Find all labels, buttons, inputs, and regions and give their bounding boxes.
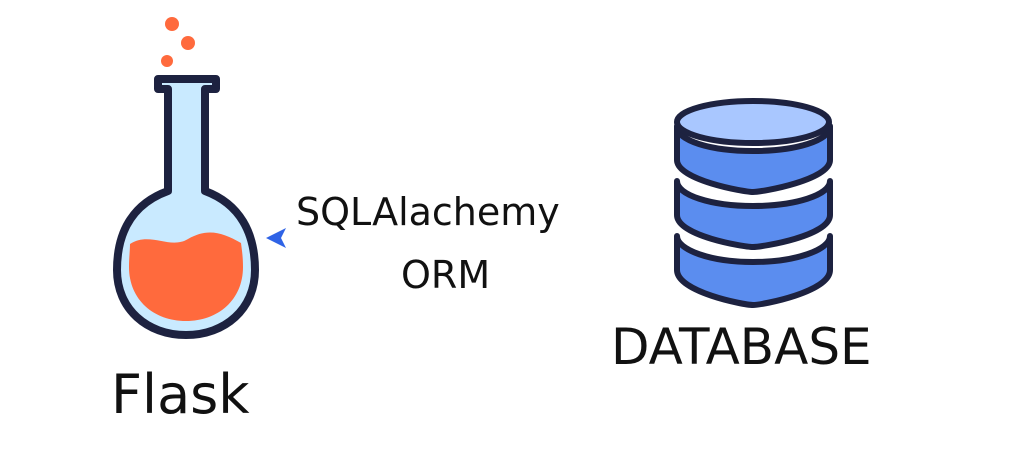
- connector-label-bottom: ORM: [401, 253, 491, 297]
- database-disk-middle: [674, 178, 833, 250]
- bubble-icon: [165, 17, 179, 31]
- flask-liquid: [129, 232, 243, 321]
- connector-arrow: [266, 228, 672, 248]
- bubble-icon: [161, 55, 173, 67]
- database-disk-top: [674, 123, 833, 195]
- database-top-cap: [674, 98, 832, 146]
- flask-label: Flask: [111, 363, 250, 426]
- database-label: DATABASE: [611, 318, 872, 376]
- bubble-icon: [181, 36, 195, 50]
- database-disk-bottom: [674, 233, 833, 308]
- database-icon: [674, 98, 833, 308]
- connector-label-top: SQLAlachemy: [296, 190, 560, 234]
- flask-icon: [113, 17, 259, 339]
- arrow-head: [266, 228, 286, 248]
